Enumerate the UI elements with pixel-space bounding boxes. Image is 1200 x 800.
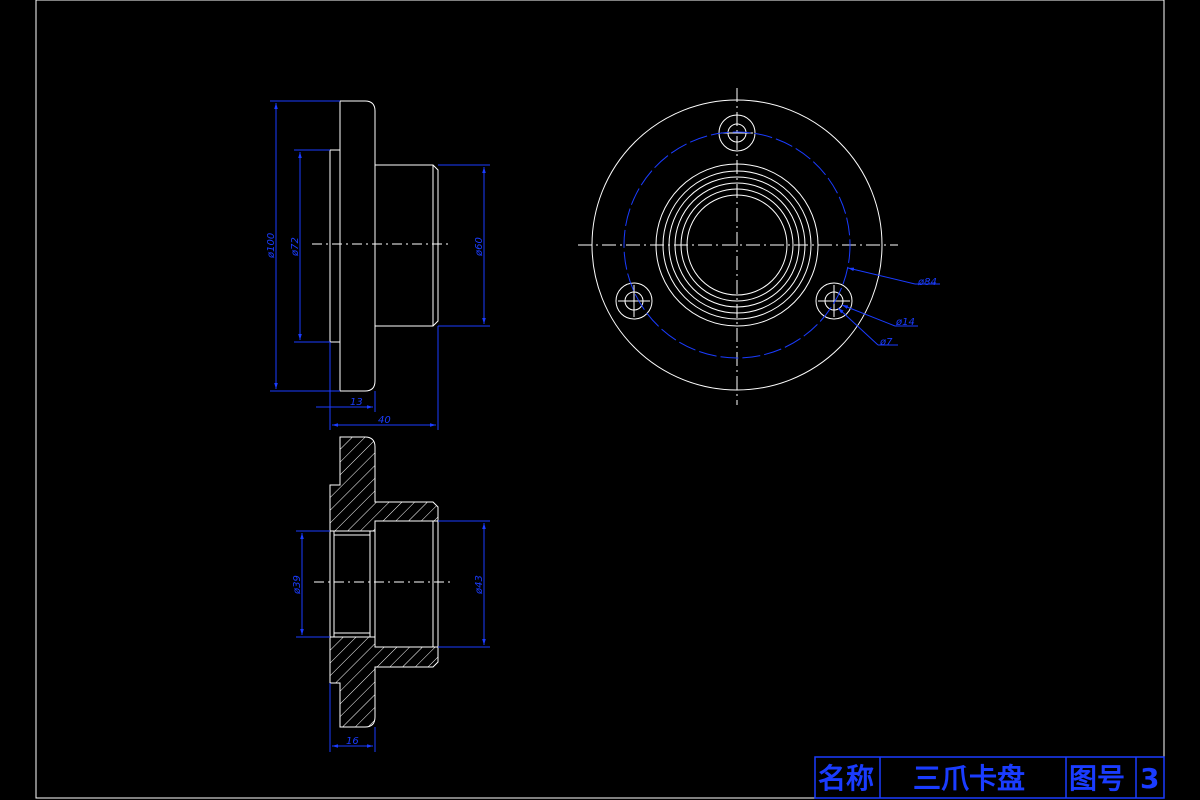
title-drawing-no-label: 图号	[1069, 762, 1125, 795]
plan-view-dimensions	[837, 267, 940, 346]
title-name-label: 名称	[818, 762, 874, 795]
dim-len13: 13	[350, 397, 363, 408]
side-view	[312, 100, 450, 392]
section-view-dimensions	[296, 520, 490, 752]
dim-d84: ø84	[917, 277, 937, 288]
title-block	[814, 756, 1165, 799]
dim-d100: ø100	[266, 233, 277, 259]
dim-len16: 16	[346, 736, 359, 747]
side-view-dimensions	[270, 100, 490, 430]
dim-d72: ø72	[290, 237, 301, 257]
dim-len40: 40	[378, 415, 391, 426]
title-drawing-no: 3	[1140, 762, 1159, 795]
dim-d7: ø7	[879, 337, 893, 348]
dim-d43: ø43	[474, 575, 485, 595]
dim-d39: ø39	[292, 575, 303, 595]
drawing-border	[35, 0, 1165, 799]
dim-d60: ø60	[474, 237, 485, 257]
dim-d14: ø14	[895, 317, 915, 328]
section-view	[314, 436, 450, 728]
title-part-name: 三爪卡盘	[913, 762, 1025, 795]
bolt-circle	[623, 131, 851, 359]
